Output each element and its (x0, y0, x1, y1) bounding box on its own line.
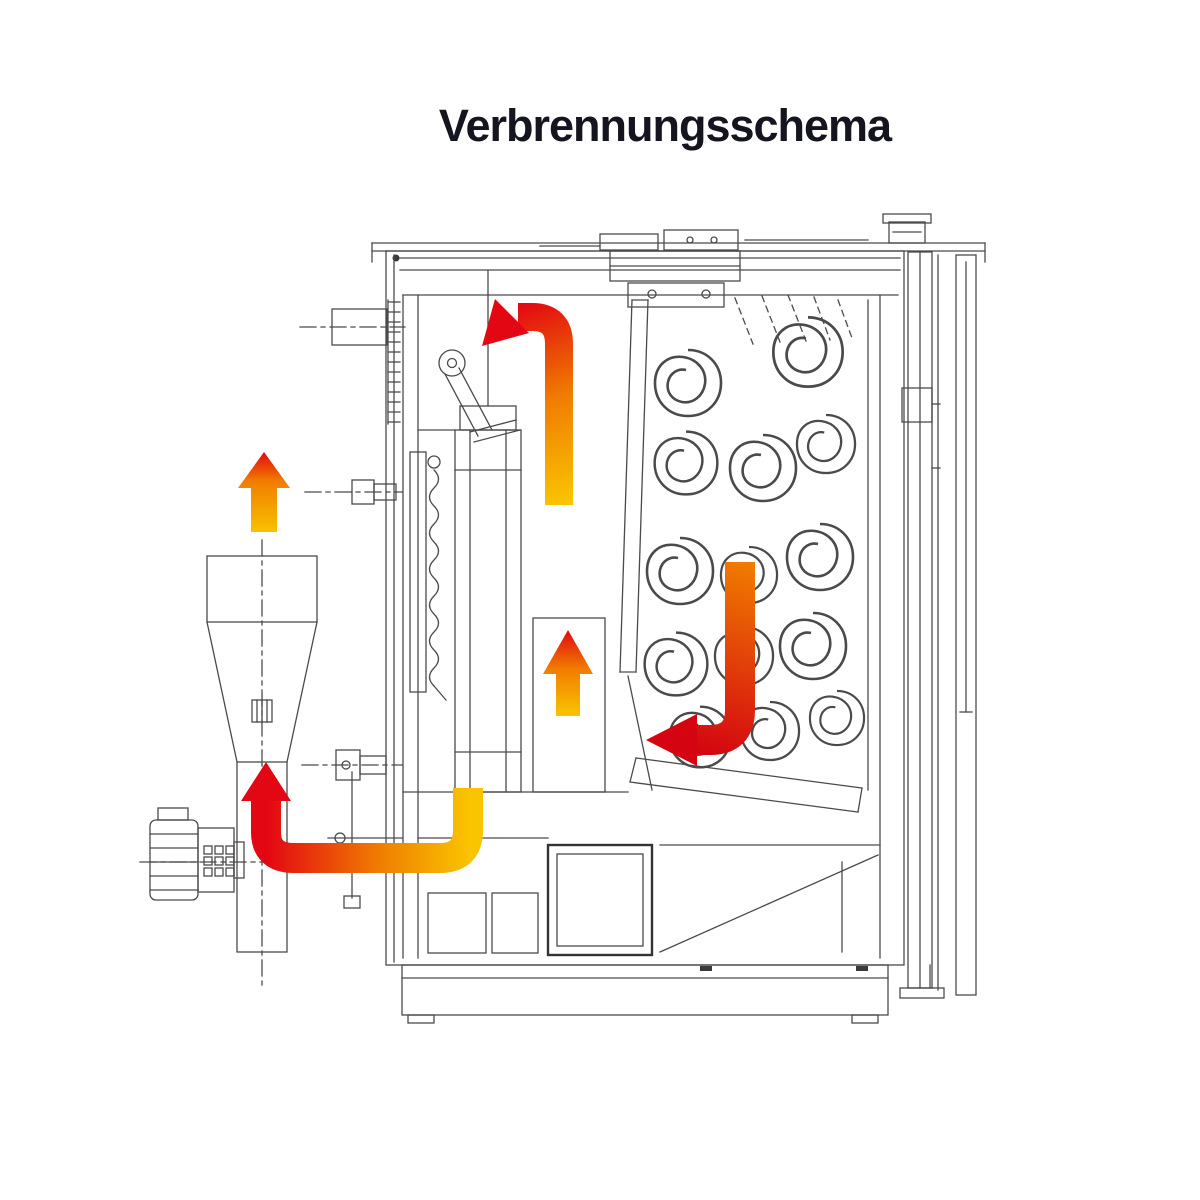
flow-arrows (238, 299, 755, 873)
chamber-divider (619, 299, 653, 791)
grate (629, 757, 863, 813)
turbulator-coil (795, 413, 857, 475)
turbulator-coil (808, 689, 866, 747)
cleaning-spring (427, 455, 447, 701)
flow-arrow-mid-riser (543, 630, 593, 716)
base-frame (401, 964, 889, 1024)
turbulator-coil (771, 315, 845, 389)
ignition-lever (438, 349, 521, 443)
side-panel (899, 251, 977, 999)
turbulator-coil (778, 611, 848, 681)
flow-arrow-bottom-return-duct (241, 762, 483, 873)
pipe-connections (301, 479, 403, 909)
heat-exchanger (402, 405, 629, 793)
flow-arrow-flue-top-bend (482, 299, 573, 505)
flow-arrow-cyclone-exhaust (238, 452, 290, 532)
turbulator-coil (653, 348, 723, 418)
combustion-chamber (734, 294, 869, 791)
turbulator-coil (643, 631, 709, 697)
ash-compartments (417, 837, 881, 957)
cyclone-separator (206, 539, 318, 989)
flow-arrow-heat-exchanger-downdraft (646, 562, 755, 766)
flue-stub-pipe (299, 308, 406, 346)
turbulator-coil (728, 433, 798, 503)
top-frame (371, 213, 986, 263)
turbulator-coil (645, 536, 715, 606)
turbulator-coil (653, 430, 719, 496)
turbulator-coil (785, 522, 855, 592)
page-title: Verbrennungsschema (438, 100, 892, 151)
